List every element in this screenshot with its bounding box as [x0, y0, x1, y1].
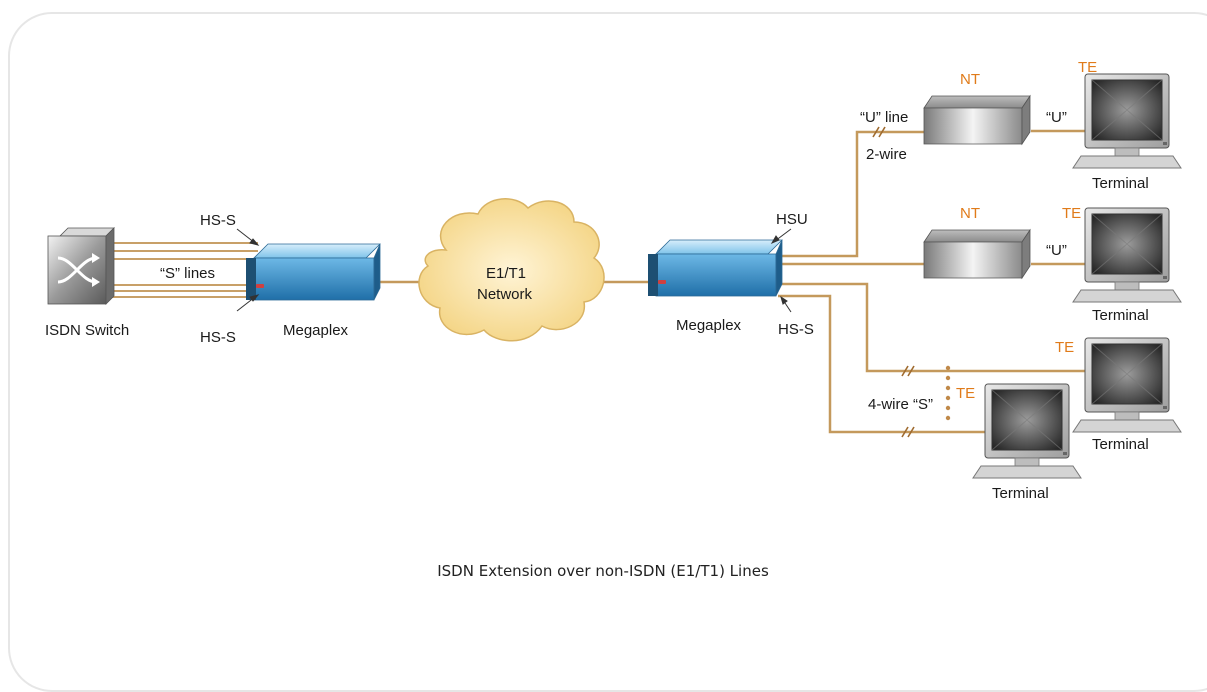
nt-box-2-icon	[923, 229, 1031, 279]
megaplex-left-label: Megaplex	[283, 322, 349, 339]
te-dotted-separator	[945, 365, 951, 421]
nt-box-1-icon	[923, 95, 1031, 145]
terminal-4-icon	[972, 383, 1082, 479]
u-label-1: “U”	[1046, 109, 1067, 126]
network-label-line2: Network	[477, 286, 533, 303]
four-wire-s-label: 4-wire “S”	[868, 396, 933, 413]
isdn-extension-diagram: ISDN Switch HS-S HS-S “S” lines Megaplex…	[45, 59, 1182, 580]
terminal-1-label: Terminal	[1092, 175, 1149, 192]
pointer-arrows	[236, 228, 792, 313]
isdn-switch-icon	[47, 227, 115, 305]
hsu-label: HSU	[776, 211, 808, 228]
nt-1-label: NT	[960, 71, 980, 88]
terminal-2-icon	[1072, 207, 1182, 303]
nt-2-label: NT	[960, 205, 980, 222]
terminal-1-icon	[1072, 73, 1182, 169]
s-lines-bundle	[110, 242, 258, 298]
megaplex-right-label: Megaplex	[676, 317, 742, 334]
break-mark	[872, 126, 880, 138]
terminal-4-label: Terminal	[992, 485, 1049, 502]
wire-to-terminal3	[778, 282, 1090, 373]
megaplex-right-icon	[647, 239, 783, 297]
te-3-label: TE	[1055, 339, 1074, 356]
hs-s-bottom-label: HS-S	[200, 329, 236, 346]
terminal-3-icon	[1072, 337, 1182, 433]
two-wire-label: 2-wire	[866, 146, 907, 163]
te-4-label: TE	[956, 385, 975, 402]
te-1-label: TE	[1078, 59, 1097, 76]
network-label-line1: E1/T1	[486, 265, 526, 282]
te-2-label: TE	[1062, 205, 1081, 222]
s-lines-label: “S” lines	[160, 265, 215, 282]
terminal-3-label: Terminal	[1092, 436, 1149, 453]
u-label-2: “U”	[1046, 242, 1067, 259]
terminal-2-label: Terminal	[1092, 307, 1149, 324]
hs-s-right-label: HS-S	[778, 321, 814, 338]
diagram-caption: ISDN Extension over non-ISDN (E1/T1) Lin…	[437, 562, 769, 580]
isdn-switch-label: ISDN Switch	[45, 322, 129, 339]
wire-to-terminal4	[778, 294, 990, 434]
hs-s-top-label: HS-S	[200, 212, 236, 229]
megaplex-left-icon	[245, 243, 381, 301]
u-line-label: “U” line	[860, 109, 908, 126]
wire-u-line	[778, 130, 925, 258]
network-cloud-icon	[418, 198, 605, 342]
